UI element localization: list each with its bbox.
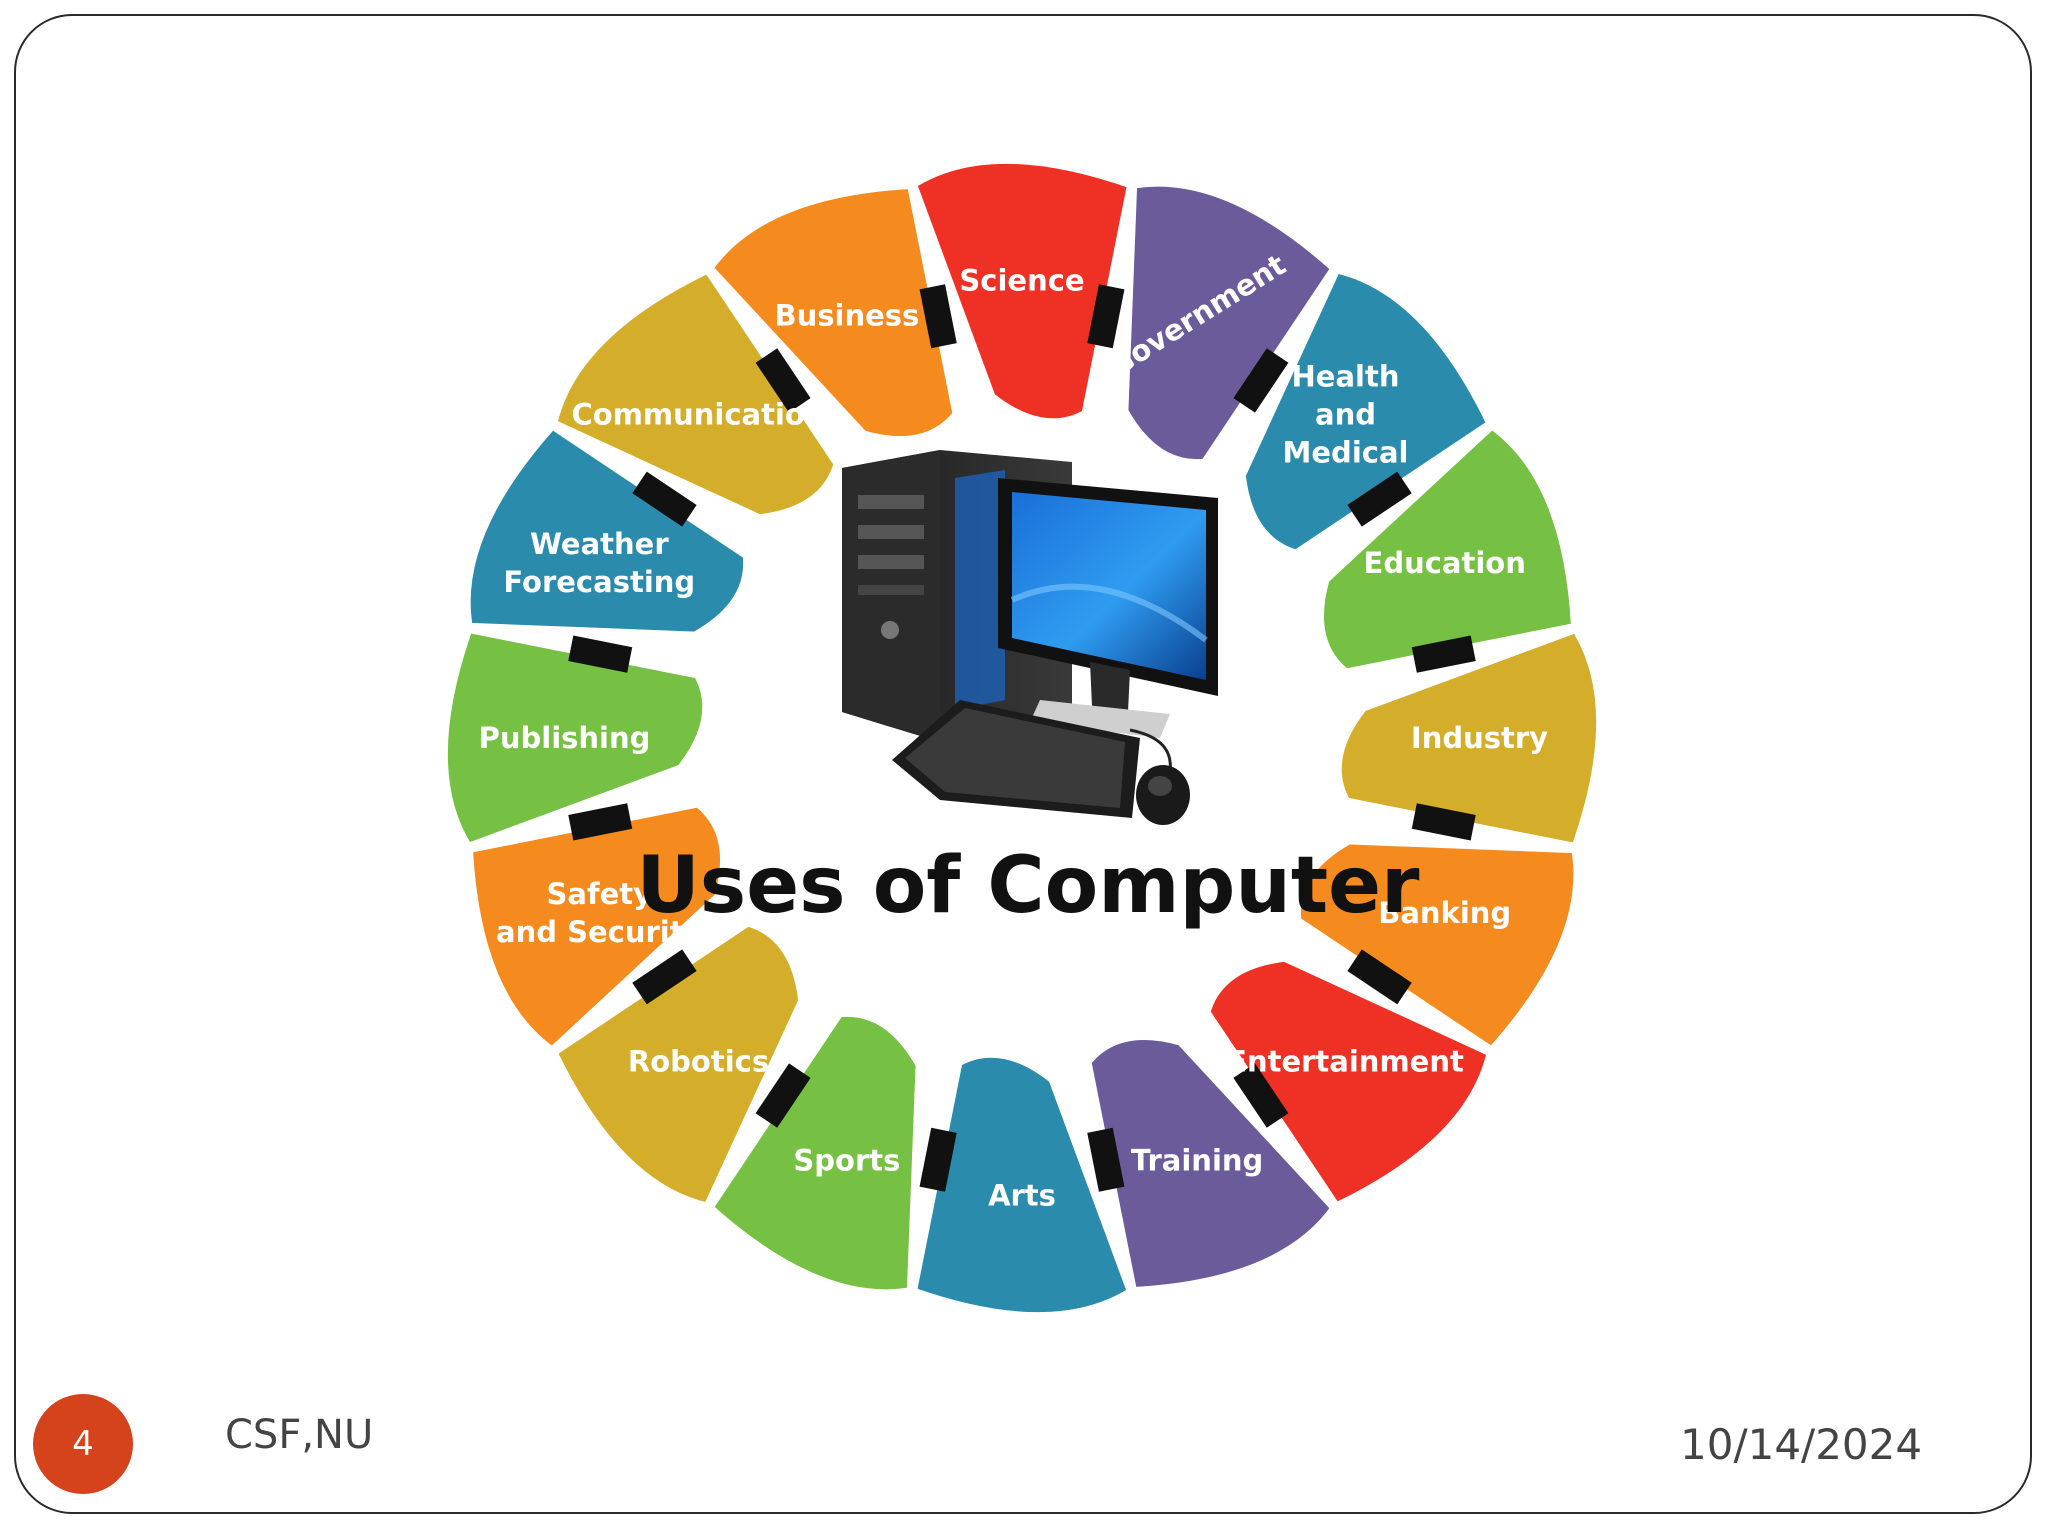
segment-label-line: Science: [959, 264, 1084, 298]
segment-label-publishing: Publishing: [479, 721, 651, 755]
segment-label-line: Communication: [571, 398, 825, 432]
segment-label-line: Forecasting: [503, 565, 695, 599]
slide-number-badge: 4: [33, 1394, 133, 1494]
diagram-title: Uses of Computer: [636, 841, 1420, 931]
segment-label-science: Science: [959, 264, 1084, 298]
segment-connector: [1414, 648, 1473, 660]
segment-label-arts: Arts: [988, 1179, 1056, 1213]
segment-connector: [1100, 1130, 1112, 1189]
segment-label-communication: Communication: [571, 398, 825, 432]
segment-connector: [571, 816, 630, 828]
segment-label-robotics: Robotics: [628, 1045, 769, 1079]
segment-connector: [1414, 816, 1473, 828]
segment-label-line: Arts: [988, 1179, 1056, 1213]
segment-label-line: Medical: [1283, 436, 1409, 470]
segment-label-entertainment: Entertainment: [1227, 1045, 1464, 1079]
segment-label-education: Education: [1364, 546, 1526, 580]
segment-connector: [571, 648, 630, 660]
segment-connector: [932, 287, 944, 346]
segment-label-line: Weather: [530, 527, 669, 561]
segment-label-line: Publishing: [479, 721, 651, 755]
slide-number: 4: [72, 1424, 94, 1464]
segment-label-line: Sports: [793, 1144, 900, 1178]
segment-label-line: and: [1315, 398, 1376, 432]
segment-label-line: Health: [1292, 360, 1400, 394]
segment-label-line: Robotics: [628, 1045, 769, 1079]
segment-label-line: Entertainment: [1227, 1045, 1464, 1079]
segment-label-business: Business: [775, 298, 920, 332]
segment-label-line: Education: [1364, 546, 1526, 580]
segment-label-training: Training: [1131, 1144, 1263, 1178]
desktop-computer-icon: [842, 450, 1218, 825]
segment-label-line: Business: [775, 298, 920, 332]
segment-label-line: Training: [1131, 1144, 1263, 1178]
segment-label-industry: Industry: [1411, 721, 1548, 755]
segment-label-sports: Sports: [793, 1144, 900, 1178]
segment-connector: [1100, 287, 1112, 346]
segment-connector: [932, 1130, 944, 1189]
segment-label-line: Industry: [1411, 721, 1548, 755]
footer-date: 10/14/2024: [1680, 1420, 1922, 1469]
footer-text: CSF,NU: [225, 1412, 373, 1458]
